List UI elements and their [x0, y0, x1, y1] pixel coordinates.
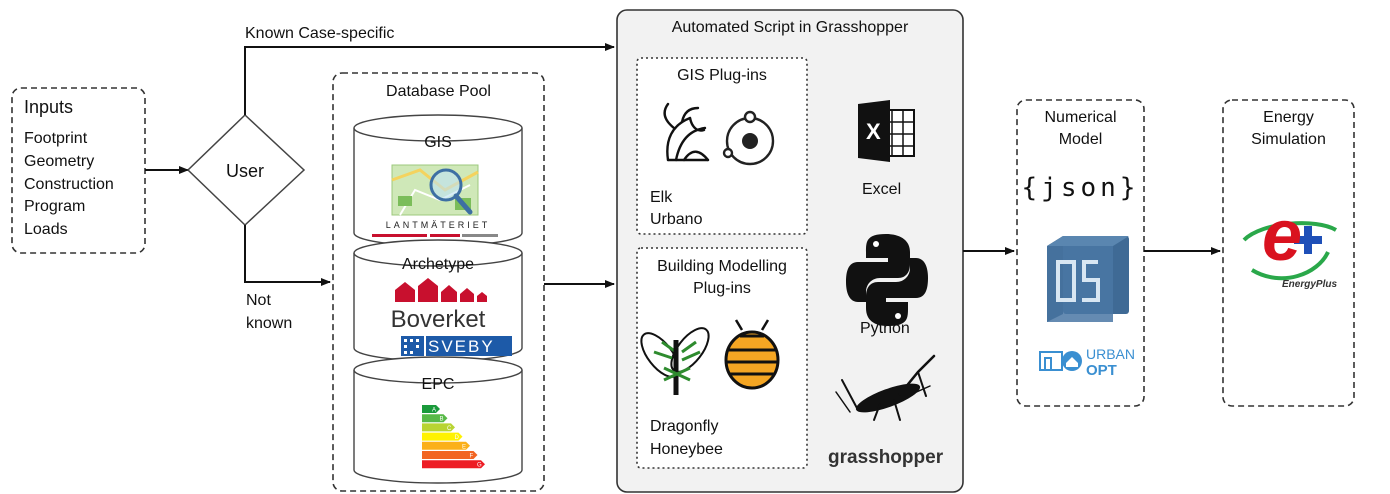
json-logo: {json} — [1021, 173, 1140, 203]
epc-bar-label-a: A — [432, 408, 436, 414]
energy-title-2: Simulation — [1251, 131, 1326, 148]
inputs-item-geometry: Geometry — [24, 153, 95, 170]
python-label: Python — [860, 320, 910, 337]
bm-plugin-honeybee: Honeybee — [650, 441, 723, 458]
lantmateriet-logo-text: LANTMÄTERIET — [385, 220, 491, 230]
epc-bar-g — [422, 460, 485, 469]
sveby-logo-text: SVEBY — [428, 337, 495, 356]
script-title: Automated Script in Grasshopper — [671, 19, 909, 36]
urbanopt-icon — [1039, 351, 1082, 371]
archetype-label: Archetype — [401, 256, 475, 273]
bm-plugins-title-2: Plug-ins — [693, 280, 751, 297]
epc-bar-label-c: C — [447, 426, 452, 432]
epc-bar-label-d: D — [455, 435, 460, 441]
energy-box — [1222, 99, 1355, 407]
energyplus-icon — [1242, 221, 1338, 281]
elk-icon — [663, 102, 710, 162]
epc-label: EPC — [421, 376, 455, 393]
epc-bar-b — [422, 414, 448, 423]
honeybee-icon — [724, 319, 780, 390]
excel-icon-letter: X — [866, 119, 881, 144]
numerical-title-2: Model — [1058, 131, 1103, 148]
python-icon — [846, 234, 928, 326]
epc-bar-c — [422, 423, 455, 432]
arrow-not-known — [244, 225, 331, 286]
gis-plugins-title: GIS Plug-ins — [677, 67, 767, 84]
epc-bar-label-e: E — [462, 444, 466, 450]
user-label: User — [225, 161, 264, 181]
grasshopper-icon — [835, 354, 936, 421]
bm-plugins-title-1: Building Modelling — [657, 258, 787, 275]
excel-label: Excel — [862, 181, 902, 198]
bm-plugin-dragonfly: Dragonfly — [650, 418, 719, 435]
branch-not-known-label-1: Not — [246, 292, 271, 309]
urbano-icon — [722, 110, 775, 166]
epc-bar-a — [422, 405, 440, 413]
bm-plugins-box — [636, 247, 808, 469]
epc-bar-d — [422, 432, 463, 441]
branch-not-known-label-2: known — [246, 315, 293, 332]
sveby-logo — [401, 336, 512, 356]
energyplus-logo-text: EnergyPlus — [1282, 279, 1338, 290]
gis-plugin-urbano: Urbano — [650, 211, 703, 228]
inputs-title: Inputs — [24, 97, 74, 117]
inputs-item-footprint: Footprint — [24, 130, 88, 147]
epc-bar-label-g: G — [477, 463, 482, 469]
epc-bar-label-b: B — [440, 417, 444, 423]
dragonfly-icon — [640, 327, 710, 395]
gis-label: GIS — [424, 134, 452, 151]
energyplus-e-letter: e — [1262, 196, 1303, 276]
energy-title-1: Energy — [1263, 109, 1314, 126]
branch-known-label: Known Case-specific — [245, 25, 395, 42]
boverket-logo-text: Boverket — [390, 306, 486, 333]
inputs-item-program: Program — [24, 198, 86, 215]
database-pool-title: Database Pool — [386, 83, 491, 100]
gis-plugin-elk: Elk — [650, 189, 673, 206]
grasshopper-label: grasshopper — [828, 447, 944, 468]
gis-map-icon — [391, 164, 479, 216]
urbanopt-text-1: URBAN — [1086, 346, 1136, 362]
numerical-title-1: Numerical — [1044, 109, 1117, 126]
arrow-known — [244, 43, 615, 115]
epc-bar-label-f: F — [470, 454, 474, 460]
boverket-houses-icon — [395, 278, 487, 302]
gis-plugins-box — [636, 57, 808, 235]
inputs-item-construction: Construction — [24, 176, 114, 193]
openstudio-icon — [1047, 236, 1129, 322]
epc-bar-f — [422, 451, 478, 459]
urbanopt-text-2: OPT — [1086, 362, 1117, 379]
lantmateriet-underline — [372, 234, 498, 237]
archetype-cylinder — [353, 239, 523, 362]
excel-icon — [858, 100, 915, 162]
epc-bar-e — [422, 441, 470, 450]
inputs-item-loads: Loads — [24, 221, 68, 238]
